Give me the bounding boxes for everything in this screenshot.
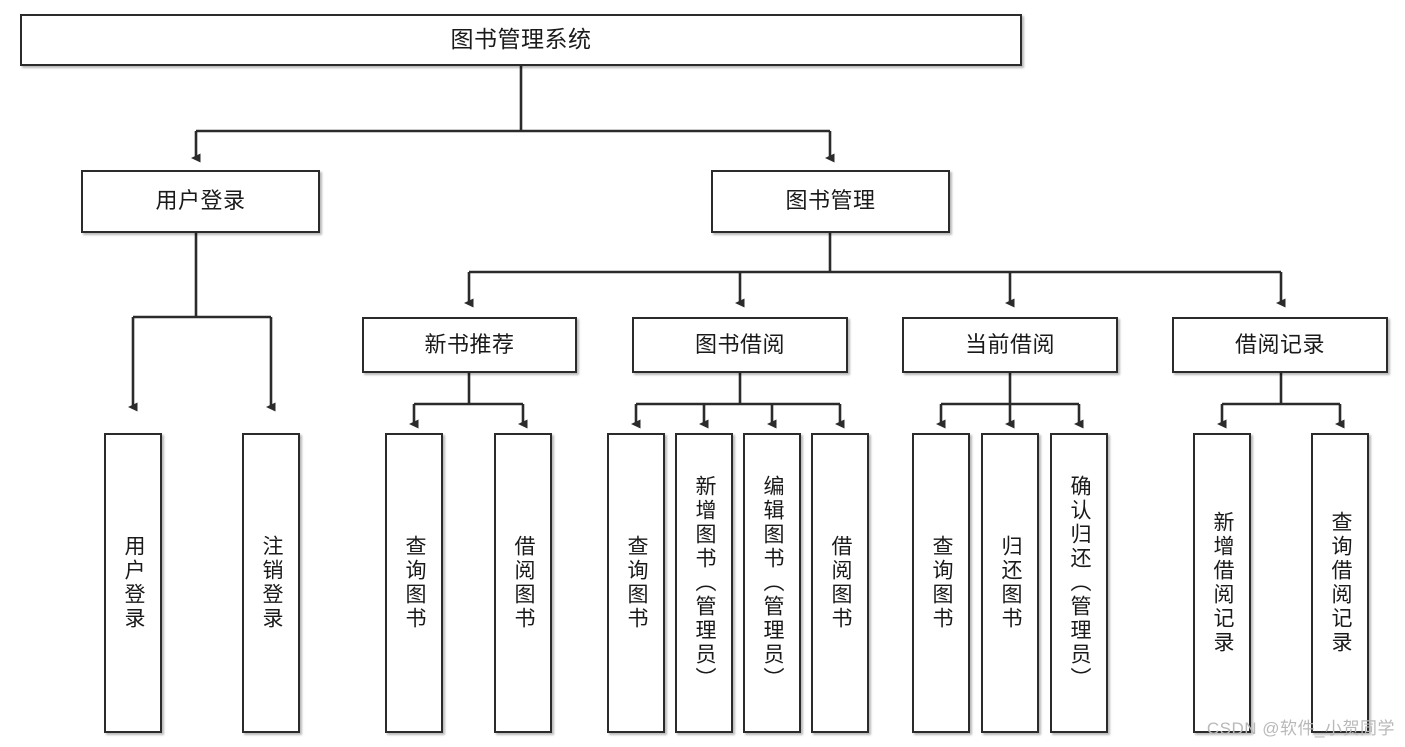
leaf-return-book[interactable]: 归还图书 [981, 433, 1039, 733]
watermark-text: CSDN @软件_小贺同学 [1206, 719, 1395, 738]
node-book-manage[interactable]: 图书管理 [711, 170, 950, 233]
node-borrow-record[interactable]: 借阅记录 [1172, 317, 1388, 373]
leaf-borrow-book-2[interactable]: 借阅图书 [811, 433, 869, 733]
leaf-logout[interactable]: 注销登录 [242, 433, 300, 733]
leaf-add-record[interactable]: 新增借阅记录 [1193, 433, 1251, 733]
node-current-borrow[interactable]: 当前借阅 [902, 317, 1118, 373]
node-borrow-record-label: 借阅记录 [1234, 331, 1325, 357]
leaf-confirm-return-label: 确认归还（管理员） [1068, 475, 1092, 691]
leaf-edit-book-label: 编辑图书（管理员） [761, 475, 785, 691]
node-book-borrow-label: 图书借阅 [694, 331, 785, 357]
leaf-query-record[interactable]: 查询借阅记录 [1311, 433, 1369, 733]
leaf-return-book-label: 归还图书 [999, 535, 1023, 631]
node-current-borrow-label: 当前借阅 [964, 331, 1055, 357]
leaf-add-record-label: 新增借阅记录 [1211, 511, 1235, 655]
leaf-user-login[interactable]: 用户登录 [104, 433, 162, 733]
leaf-query-book-1-label: 查询图书 [403, 535, 427, 631]
node-new-book-rec-label: 新书推荐 [424, 331, 515, 357]
leaf-edit-book[interactable]: 编辑图书（管理员） [743, 433, 801, 733]
leaf-query-record-label: 查询借阅记录 [1329, 511, 1353, 655]
leaf-add-book[interactable]: 新增图书（管理员） [675, 433, 733, 733]
leaf-logout-label: 注销登录 [260, 535, 284, 631]
leaf-query-book-2-label: 查询图书 [625, 535, 649, 631]
leaf-add-book-label: 新增图书（管理员） [693, 475, 717, 691]
leaf-borrow-book-1-label: 借阅图书 [512, 535, 536, 631]
leaf-borrow-book-1[interactable]: 借阅图书 [494, 433, 552, 733]
leaf-query-book-3-label: 查询图书 [930, 535, 954, 631]
node-user-login[interactable]: 用户登录 [81, 170, 320, 233]
leaf-confirm-return[interactable]: 确认归还（管理员） [1050, 433, 1108, 733]
node-root-label: 图书管理系统 [450, 26, 592, 53]
leaf-query-book-2[interactable]: 查询图书 [607, 433, 665, 733]
node-new-book-rec[interactable]: 新书推荐 [362, 317, 577, 373]
node-book-borrow[interactable]: 图书借阅 [632, 317, 848, 373]
leaf-borrow-book-2-label: 借阅图书 [829, 535, 853, 631]
node-user-login-label: 用户登录 [155, 188, 246, 214]
leaf-query-book-3[interactable]: 查询图书 [912, 433, 970, 733]
leaf-query-book-1[interactable]: 查询图书 [385, 433, 443, 733]
node-root[interactable]: 图书管理系统 [20, 14, 1022, 66]
leaf-user-login-label: 用户登录 [122, 535, 146, 631]
node-book-manage-label: 图书管理 [785, 188, 876, 214]
